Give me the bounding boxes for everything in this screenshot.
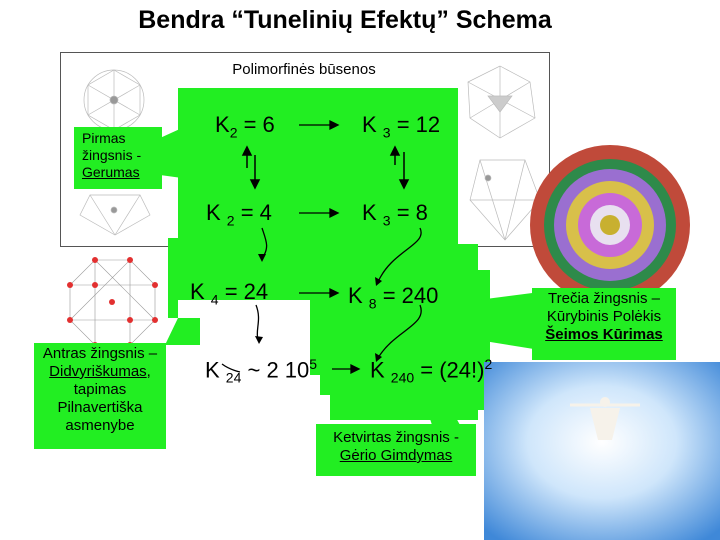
lattice-image-top-right	[468, 66, 535, 138]
lattice-image-top-left	[84, 70, 144, 130]
curve-arrow-3	[256, 305, 259, 340]
callout-third-step: Trečia žingsnis – Kūrybinis Polėkis Šeim…	[532, 288, 676, 360]
first-step-line2: žingsnis -	[82, 147, 162, 164]
mandala-image	[530, 145, 690, 305]
equation-k3-8: K 3 = 8	[362, 200, 428, 228]
fourth-step-line2: Gėrio Gimdymas	[316, 447, 476, 465]
second-step-line5: asmenybe	[34, 417, 166, 435]
third-step-line1: Trečia žingsnis –	[532, 290, 676, 308]
first-step-line3: Gerumas	[82, 164, 162, 181]
callout-pointer-first	[160, 128, 182, 178]
equation-k3-12: K 3 = 12	[362, 112, 440, 140]
fourth-step-line1: Ketvirtas žingsnis -	[316, 429, 476, 447]
sky-image	[484, 362, 720, 540]
first-step-line1: Pirmas	[82, 130, 162, 147]
lattice-image-mid-left	[80, 195, 150, 235]
callout-pointer-second	[165, 318, 200, 345]
callout-second-step: Antras žingsnis – Didvyriškumas, tapimas…	[34, 343, 166, 449]
second-step-line4: Pilnavertiška	[34, 399, 166, 417]
equation-k2-6: K2 = 6	[215, 112, 275, 140]
equation-k4-24: K 4 = 24	[190, 279, 268, 307]
lattice-image-bottom-right	[470, 160, 540, 240]
second-step-line1: Antras žingsnis –	[34, 345, 166, 363]
callout-first-step: Pirmas žingsnis - Gerumas	[74, 127, 162, 189]
third-step-line3: Šeimos Kūrimas	[532, 326, 676, 344]
callout-pointer-third	[478, 292, 540, 350]
third-step-line2: Kūrybinis Polėkis	[532, 308, 676, 326]
second-step-line2: Didvyriškumas,	[34, 363, 166, 381]
equation-k8-240: K 8 = 240	[348, 283, 438, 311]
callout-fourth-step: Ketvirtas žingsnis - Gėrio Gimdymas	[316, 424, 476, 476]
equation-k240: K 240 = (24!)2	[370, 356, 492, 386]
equation-k24: K 24 ~ 2 105	[205, 356, 317, 386]
second-step-line3: tapimas	[34, 381, 166, 399]
equation-k2-4: K 2 = 4	[206, 200, 272, 228]
lattice-image-red-polytope	[67, 257, 158, 348]
